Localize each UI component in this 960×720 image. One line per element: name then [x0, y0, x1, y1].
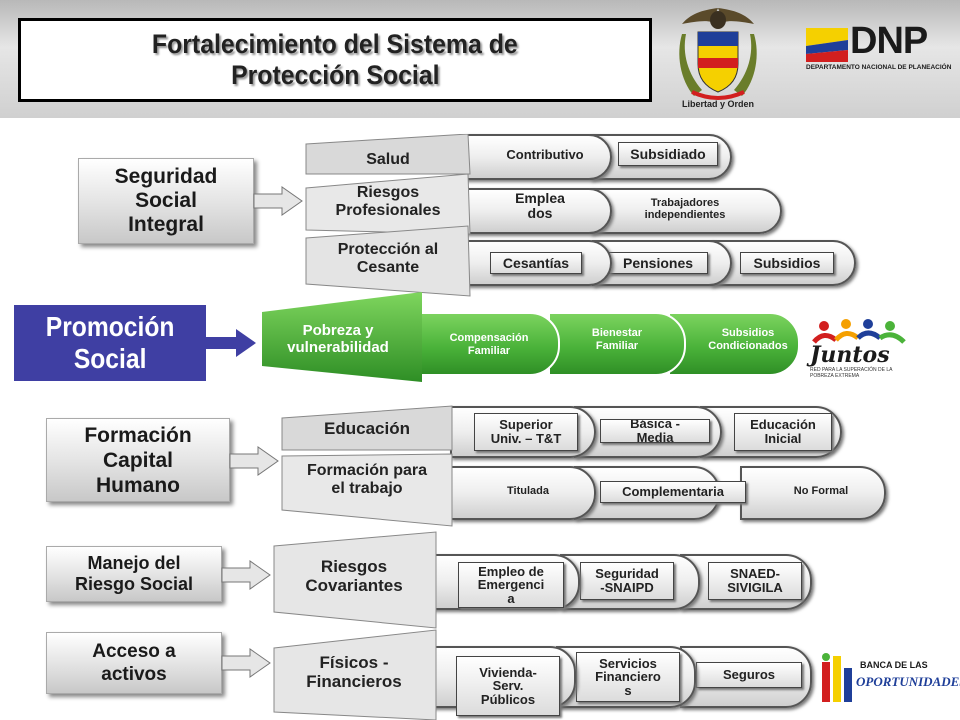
- arrow-icon: [229, 446, 279, 476]
- dnp-logo: DNP: [850, 20, 928, 62]
- category-seguridad-social: Seguridad Social Integral: [78, 158, 254, 244]
- pill-subsidios-condicionados: [668, 312, 800, 376]
- label-no-formal: No Formal: [793, 485, 849, 497]
- tag-cesantias: Cesantías: [490, 252, 582, 274]
- tag-vivienda: Vivienda- Serv. Públicos: [456, 656, 560, 716]
- label-contributivo: Contributivo: [506, 147, 584, 162]
- arrow-icon: [221, 560, 271, 590]
- tag-seguridad-snaipd: Seguridad -SNAIPD: [580, 562, 674, 600]
- arrow-icon: [253, 186, 303, 216]
- category-acceso-activos: Acceso a activos: [46, 632, 222, 694]
- banca-logo-line2: OPORTUNIDADES: [856, 674, 960, 689]
- slant-proteccion-cesante: Protección al Cesante: [337, 241, 439, 276]
- tag-subsidiado: Subsidiado: [618, 142, 718, 166]
- slant-salud: Salud: [366, 151, 410, 168]
- label-bienestar-familiar: Bienestar Familiar: [591, 327, 643, 352]
- arrow-icon: [206, 329, 256, 357]
- tag-empleo-emergencia: Empleo de Emergenci a: [458, 562, 564, 608]
- slant-riesgos-covariantes: Riesgos Covariantes: [305, 557, 403, 595]
- pill-compensacion-familiar: [410, 312, 560, 376]
- category-label: Manejo del Riesgo Social: [74, 553, 194, 594]
- juntos-subtitle: RED PARA LA SUPERACIÓN DE LA POBREZA EXT…: [810, 367, 893, 379]
- pill-empleados: [462, 188, 612, 234]
- category-label: Promoción Social: [45, 311, 175, 374]
- slant-shape-riesgos-covariantes: [273, 531, 437, 629]
- slant-educacion: Educación: [324, 419, 410, 438]
- label-trabajadores: Trabajadores independientes: [644, 197, 726, 221]
- tag-snaed: SNAED- SIVIGILA: [708, 562, 802, 600]
- page-title: Fortalecimiento del Sistema de Protecció…: [18, 18, 652, 102]
- category-manejo-riesgo: Manejo del Riesgo Social: [46, 546, 222, 602]
- colombia-flag-icon: [806, 28, 848, 62]
- title-line-2: Protección Social: [230, 60, 440, 90]
- tag-complementaria: Complementaria: [600, 481, 746, 503]
- label-compensacion-familiar: Compensación Familiar: [449, 332, 529, 357]
- slant-riesgos-profesionales: Riesgos Profesionales: [335, 184, 441, 219]
- crest-motto: Libertad y Orden: [681, 99, 754, 109]
- label-subsidios-condicionados: Subsidios Condicionados: [708, 327, 788, 352]
- pill-no-formal: [740, 466, 886, 520]
- dnp-subtitle: DEPARTAMENTO NACIONAL DE PLANEACIÓN: [806, 64, 952, 71]
- title-line-1: Fortalecimiento del Sistema de: [152, 29, 518, 59]
- label-titulada: Titulada: [507, 485, 549, 497]
- tag-subsidios: Subsidios: [740, 252, 834, 274]
- tag-servicios-financieros: Servicios Financiero s: [576, 652, 680, 702]
- pill-trabajadores: [590, 188, 782, 234]
- pill-titulada: [450, 466, 596, 520]
- category-label: Formación Capital Humano: [84, 423, 192, 497]
- slant-shapes-row3: [281, 405, 453, 527]
- tag-educacion-inicial: Educación Inicial: [734, 413, 832, 451]
- banca-logo-line1: BANCA DE LAS: [860, 660, 928, 670]
- slant-fisicos-financieros: Físicos - Financieros: [306, 653, 402, 691]
- tag-pensiones: Pensiones: [608, 252, 708, 274]
- juntos-people-icon: [812, 319, 906, 344]
- pill-bienestar-familiar: [548, 312, 686, 376]
- pill-contributivo: [462, 134, 612, 180]
- category-formacion-capital: Formación Capital Humano: [46, 418, 230, 502]
- juntos-logo: Juntos: [810, 342, 890, 368]
- colombia-crest-icon: [679, 8, 757, 100]
- slant-formacion-trabajo: Formación para el trabajo: [306, 462, 428, 497]
- slant-pobreza-vulnerabilidad: Pobreza y vulnerabilidad: [287, 322, 389, 357]
- banca-oportunidades-icon: [822, 653, 852, 702]
- category-label: Acceso a activos: [92, 641, 176, 685]
- label-empleados: Emplea dos: [515, 190, 565, 221]
- category-promocion-social: Promoción Social: [14, 305, 206, 381]
- slant-shapes-row1: [305, 134, 471, 297]
- arrow-icon: [221, 648, 271, 678]
- tag-basica-media: Básica - Media: [600, 419, 710, 443]
- tag-superior: Superior Univ. – T&T: [474, 413, 578, 451]
- category-label: Seguridad Social Integral: [114, 165, 218, 236]
- tag-seguros: Seguros: [696, 662, 802, 688]
- slant-shape-fisicos-financieros: [273, 629, 437, 720]
- slant-shape-pobreza: [262, 292, 422, 382]
